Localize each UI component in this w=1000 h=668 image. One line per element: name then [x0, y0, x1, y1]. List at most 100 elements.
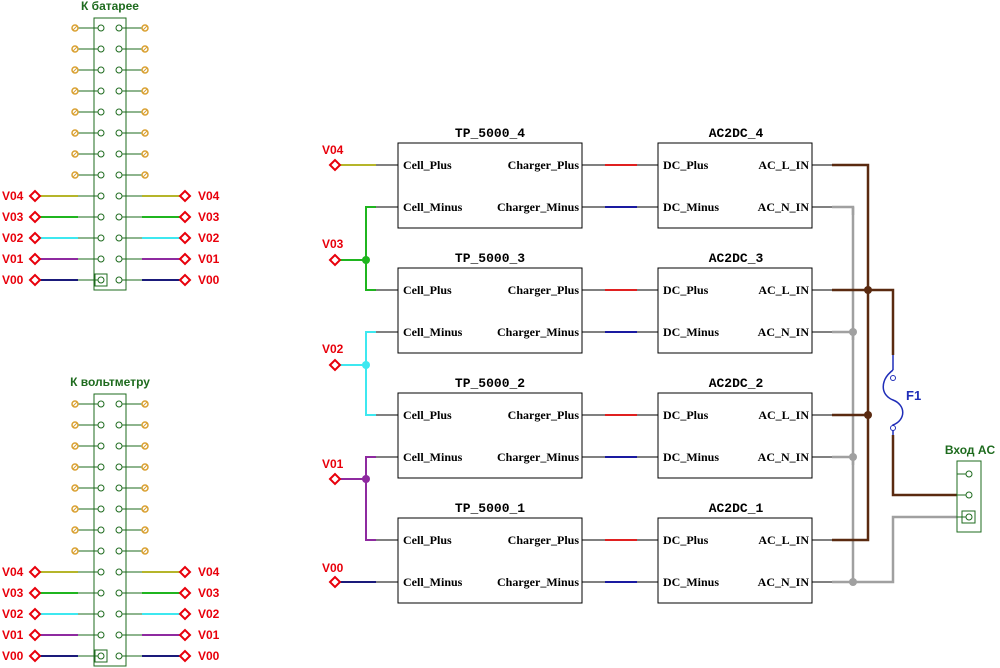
wire-ac-line: [832, 163, 870, 542]
net-port-icon: [28, 210, 42, 224]
unused-pin-slash: [142, 151, 148, 157]
net-label-v02: V02: [2, 607, 24, 621]
pin-left: [97, 213, 105, 221]
charger-block: [397, 392, 583, 479]
net-label-v01: V01: [198, 252, 220, 266]
net-port-icon: [28, 565, 42, 579]
pin-left: [97, 171, 105, 179]
converter-block: [657, 142, 813, 229]
ac-bus: [832, 163, 957, 586]
unused-pin-slash: [142, 172, 148, 178]
net-label-v04: V04: [322, 143, 344, 157]
net-port-icon: [28, 607, 42, 621]
unused-pin-slash: [142, 527, 148, 533]
pin-right: [115, 442, 123, 450]
pin-cell-minus: Cell_Minus: [403, 575, 463, 589]
pin-charger-minus: Charger_Minus: [497, 200, 579, 214]
wire-v01: [365, 456, 376, 541]
net-port-icon: [178, 231, 192, 245]
unused-pin-slash: [72, 422, 78, 428]
junction-dot: [864, 411, 872, 419]
pin-charger-minus: Charger_Minus: [497, 575, 579, 589]
pin-charger-minus: Charger_Minus: [497, 325, 579, 339]
net-label-v02: V02: [198, 231, 220, 245]
junction-dot: [849, 453, 857, 461]
unused-pin-slash: [72, 67, 78, 73]
net-port-icon: [28, 628, 42, 642]
pin-right: [115, 150, 123, 158]
unused-pin-slash: [142, 25, 148, 31]
pin-left: [97, 108, 105, 116]
unused-pin-slash: [72, 548, 78, 554]
junction-dot: [849, 328, 857, 336]
net-port-icon: [328, 575, 342, 589]
pin-ac-l: AC_L_IN: [758, 158, 809, 172]
pin-left: [97, 192, 105, 200]
pin-left: [97, 610, 105, 618]
fuse-terminal: [890, 375, 896, 381]
net-label-v04: V04: [198, 565, 220, 579]
net-label-v03: V03: [198, 586, 220, 600]
pin-dc-plus: DC_Plus: [663, 408, 709, 422]
net-label-v00: V00: [198, 273, 220, 287]
pin-left: [97, 568, 105, 576]
unused-pin-slash: [72, 151, 78, 157]
junction-dot: [362, 256, 370, 264]
net-label-v03: V03: [322, 237, 344, 251]
pin-charger-minus: Charger_Minus: [497, 450, 579, 464]
charger-title: TP_5000_2: [455, 376, 525, 391]
junction-dot: [864, 286, 872, 294]
pin-left: [97, 589, 105, 597]
converter-title: AC2DC_3: [709, 251, 764, 266]
unused-pin-slash: [142, 401, 148, 407]
pin-right: [115, 610, 123, 618]
charger-block: [397, 267, 583, 354]
fuse-label: F1: [906, 388, 921, 403]
net-port-icon: [28, 231, 42, 245]
unused-pin-slash: [72, 464, 78, 470]
unused-pin-slash: [72, 443, 78, 449]
ac-input-connector: Вход AC: [945, 443, 996, 533]
pin-left: [97, 66, 105, 74]
wire-v03: [365, 206, 376, 291]
pin-ac-l: AC_L_IN: [758, 408, 809, 422]
converter-title: AC2DC_2: [709, 376, 764, 391]
pin-ac-n: AC_N_IN: [758, 575, 810, 589]
net-port-icon: [178, 252, 192, 266]
net-port-icon: [28, 273, 42, 287]
pin-right: [115, 400, 123, 408]
net-port-icon: [178, 189, 192, 203]
stage-1: TP_5000_1Cell_PlusCell_MinusCharger_Plus…: [376, 501, 832, 604]
net-label-v01: V01: [2, 252, 24, 266]
pin-right: [115, 108, 123, 116]
pin-left: [97, 255, 105, 263]
pin-cell-plus: Cell_Plus: [403, 408, 452, 422]
pin-right: [115, 87, 123, 95]
pin-dc-minus: DC_Minus: [663, 325, 719, 339]
net-label-v00: V00: [322, 561, 344, 575]
ac-input-title: Вход AC: [945, 443, 996, 457]
pin-right: [115, 171, 123, 179]
pin-dc-minus: DC_Minus: [663, 575, 719, 589]
net-port-icon: [328, 472, 342, 486]
net-label-v00: V00: [198, 649, 220, 663]
connector-title: К вольтметру: [70, 375, 150, 389]
net-port-icon: [28, 189, 42, 203]
unused-pin-slash: [142, 506, 148, 512]
pin-dc-plus: DC_Plus: [663, 158, 709, 172]
net-port-icon: [178, 586, 192, 600]
net-port-icon: [178, 210, 192, 224]
pin-left: [97, 547, 105, 555]
net-label-v00: V00: [2, 649, 24, 663]
pin-left: [97, 87, 105, 95]
net-port-icon: [28, 649, 42, 663]
unused-pin-slash: [72, 130, 78, 136]
pin-right: [115, 255, 123, 263]
pin-dc-plus: DC_Plus: [663, 533, 709, 547]
stage-4: TP_5000_4Cell_PlusCell_MinusCharger_Plus…: [376, 126, 832, 229]
pin-right: [115, 463, 123, 471]
wire-ac-line: [868, 288, 895, 355]
pin-cell-minus: Cell_Minus: [403, 325, 463, 339]
pin-left: [97, 442, 105, 450]
